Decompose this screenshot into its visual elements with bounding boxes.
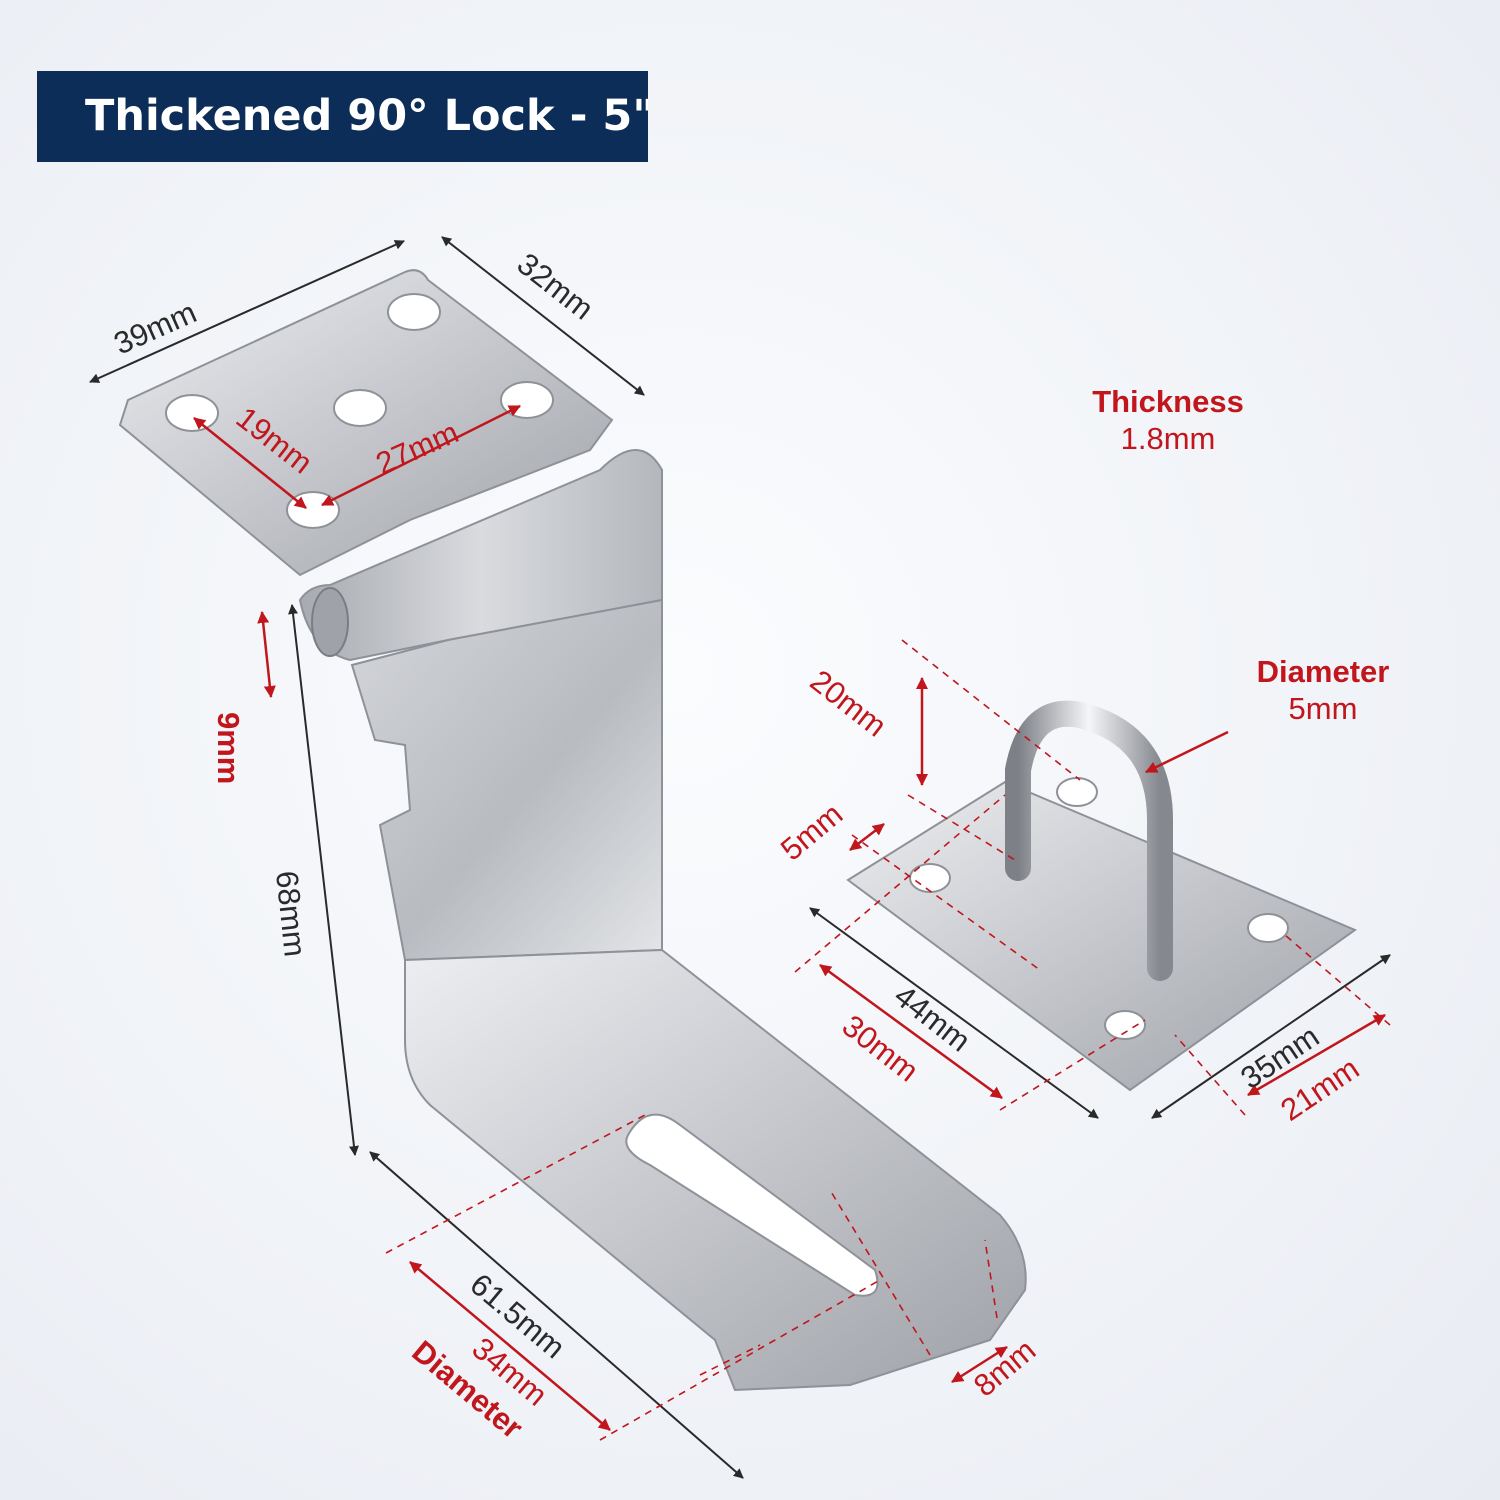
staple-ring: [1005, 700, 1173, 981]
plate-hole: [165, 394, 219, 432]
label-hinge-offset: 9mm: [211, 712, 246, 784]
staple-hole: [909, 863, 951, 893]
dimension-lines-red: [193, 404, 1386, 1431]
plate-hole: [387, 293, 441, 331]
spec-diameter-title: Diameter: [1257, 654, 1390, 689]
label-staple-edge: 5mm: [774, 796, 849, 867]
title-banner: Thickened 90° Lock - 5": [37, 71, 648, 162]
label-hasp-height: 68mm: [269, 869, 313, 958]
staple-hole: [1104, 1010, 1146, 1040]
spec-diameter-value: 5mm: [1289, 691, 1358, 726]
label-staple-height: 20mm: [804, 663, 893, 744]
guide-lines-red: [385, 639, 1391, 1441]
staple-hole: [1056, 777, 1098, 807]
label-plate-depth: 32mm: [511, 246, 600, 327]
hasp-leaf: [350, 598, 663, 962]
staple-hole: [1247, 913, 1289, 943]
hinge-pin-end: [311, 587, 349, 657]
spec-thickness-title: Thickness: [1092, 384, 1244, 419]
plate-hole: [333, 389, 387, 427]
label-plate-width: 39mm: [109, 294, 202, 361]
spec-thickness-value: 1.8mm: [1121, 421, 1216, 456]
